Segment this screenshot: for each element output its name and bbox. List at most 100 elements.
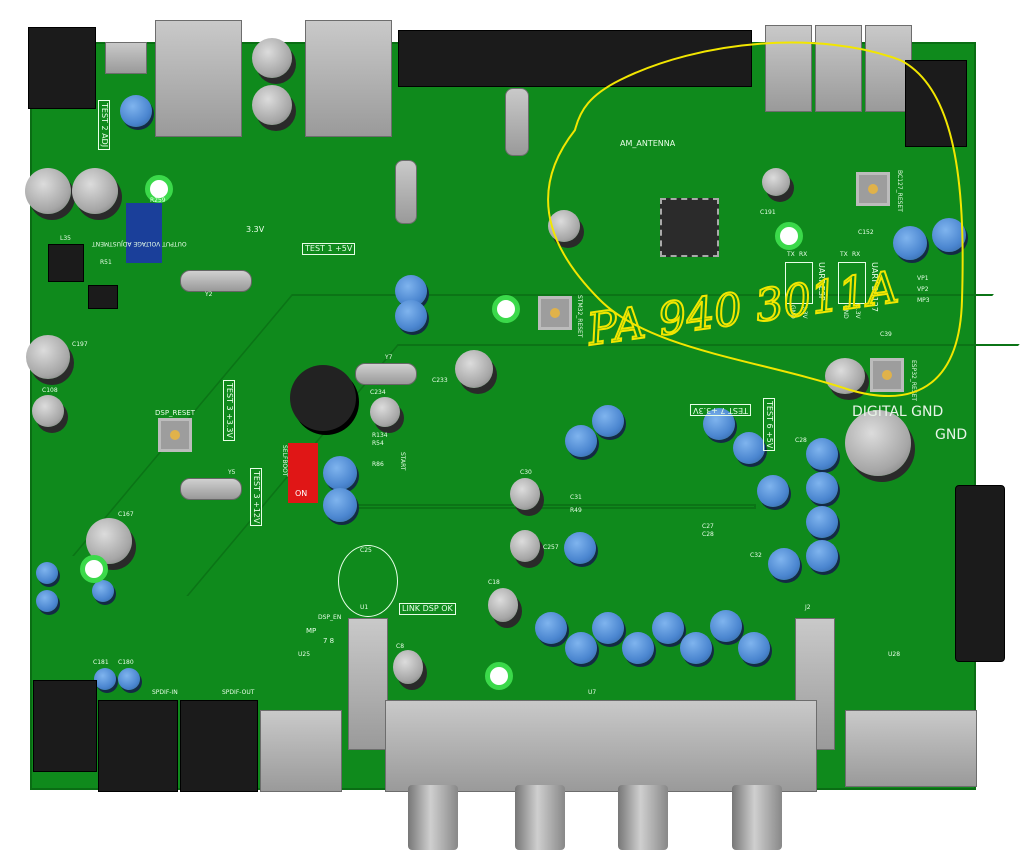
rca-jack bbox=[618, 785, 668, 850]
ref-r259: R259 bbox=[150, 197, 166, 204]
ref-r86: R86 bbox=[372, 461, 384, 468]
ref-u25: U25 bbox=[298, 651, 311, 658]
ref-r54: R54 bbox=[372, 440, 384, 447]
rca-jack bbox=[515, 785, 565, 850]
uart-bc127-header[interactable] bbox=[838, 262, 866, 304]
capacitor bbox=[120, 95, 152, 127]
mounting-hole bbox=[80, 555, 108, 583]
capacitor-c108 bbox=[32, 395, 64, 427]
capacitor bbox=[36, 590, 58, 612]
bc127-reset-button[interactable] bbox=[856, 172, 890, 206]
usb-a-port bbox=[155, 20, 242, 137]
ref-c257: C257 bbox=[543, 544, 559, 551]
crystal bbox=[395, 160, 417, 224]
ref-u28: U28 bbox=[888, 651, 901, 658]
capacitor bbox=[703, 408, 735, 440]
ref-u1: U1 bbox=[360, 604, 369, 611]
capacitor-c180 bbox=[118, 668, 140, 690]
capacitor bbox=[592, 612, 624, 644]
ref-c233: C233 bbox=[432, 377, 448, 384]
capacitor bbox=[564, 532, 596, 564]
capacitor bbox=[710, 610, 742, 642]
uart-esp-header[interactable] bbox=[785, 262, 813, 304]
heatsink-regulator bbox=[348, 618, 388, 750]
rca-jack bbox=[815, 25, 862, 112]
label-link-dsp-ok: LINK DSP OK bbox=[399, 603, 456, 615]
capacitor bbox=[36, 562, 58, 584]
capacitor-c8 bbox=[393, 650, 423, 684]
ref-c191: C191 bbox=[760, 209, 776, 216]
capacitor bbox=[565, 632, 597, 664]
capacitor-c257 bbox=[510, 530, 540, 562]
rca-jack bbox=[865, 25, 912, 112]
capacitor-c30 bbox=[510, 478, 540, 510]
ref-c30: C30 bbox=[520, 469, 532, 476]
annotation-note: PA 940 3011A bbox=[583, 262, 901, 356]
label-rx: RX bbox=[852, 251, 861, 258]
capacitor bbox=[757, 475, 789, 507]
label-mp: MP bbox=[306, 627, 317, 635]
crystal bbox=[505, 88, 529, 156]
label-gnd-right: GND bbox=[935, 427, 968, 443]
ref-r51: R51 bbox=[100, 259, 112, 266]
capacitor bbox=[395, 300, 427, 332]
pin-header-connector bbox=[398, 30, 752, 87]
label-spdif-out: SPDIF-OUT bbox=[222, 689, 255, 696]
trimmer-potentiometer[interactable] bbox=[126, 203, 162, 263]
audio-jack bbox=[33, 680, 97, 772]
ref-c234: C234 bbox=[370, 389, 386, 396]
mounting-hole bbox=[492, 295, 520, 323]
capacitor bbox=[535, 612, 567, 644]
capacitor-c234 bbox=[370, 397, 400, 427]
label-spdif-in: SPDIF-IN bbox=[152, 689, 178, 696]
spdif-out-jack bbox=[180, 700, 258, 792]
capacitor bbox=[893, 226, 927, 260]
ref-l35: L35 bbox=[60, 235, 71, 242]
label-digital-gnd: DIGITAL GND bbox=[852, 404, 944, 420]
label-dsp-reset: DSP_RESET bbox=[155, 409, 195, 417]
large-electrolytic-cap bbox=[845, 410, 911, 476]
mcu-chip bbox=[660, 198, 719, 257]
selfboot-switch[interactable] bbox=[288, 443, 318, 503]
ref-c197: C197 bbox=[72, 341, 88, 348]
capacitor bbox=[592, 405, 624, 437]
capacitor bbox=[932, 218, 966, 252]
ref-r49: R49 bbox=[570, 507, 582, 514]
ribbon-connector bbox=[955, 485, 1005, 662]
mounting-hole bbox=[775, 222, 803, 250]
electrolytic-cap bbox=[252, 85, 292, 125]
dsp-reset-button[interactable] bbox=[158, 418, 192, 452]
label-am-antenna: AM_ANTENNA bbox=[620, 139, 676, 148]
mounting-hole bbox=[485, 662, 513, 690]
rca-jack-block bbox=[385, 700, 817, 792]
capacitor bbox=[622, 632, 654, 664]
electrolytic-cap bbox=[252, 38, 292, 78]
ref-c39: C39 bbox=[880, 331, 892, 338]
capacitor bbox=[652, 612, 684, 644]
label-pins-7-8: 7 8 bbox=[323, 637, 335, 645]
capacitor bbox=[733, 432, 765, 464]
ref-y2: Y2 bbox=[205, 291, 213, 298]
crystal-y7 bbox=[355, 363, 417, 385]
rca-jack bbox=[408, 785, 458, 850]
capacitor bbox=[323, 488, 357, 522]
capacitor-outline-c25 bbox=[338, 545, 398, 617]
esp32-reset-button[interactable] bbox=[870, 358, 904, 392]
label-tx: TX bbox=[787, 251, 795, 258]
regulator-l35 bbox=[48, 244, 84, 282]
stm32-reset-button[interactable] bbox=[538, 296, 572, 330]
electrolytic-cap bbox=[548, 210, 580, 242]
label-vp1: VP1 bbox=[917, 275, 929, 282]
crystal-y5 bbox=[180, 478, 242, 500]
capacitor bbox=[806, 472, 838, 504]
ref-c28b: C28 bbox=[702, 531, 714, 538]
capacitor-c233 bbox=[455, 350, 493, 388]
mini-usb-port bbox=[105, 42, 147, 74]
connector-u28 bbox=[845, 710, 977, 787]
ref-y5: Y5 bbox=[228, 469, 236, 476]
usb-a-port bbox=[305, 20, 392, 137]
ref-c27: C27 bbox=[702, 523, 714, 530]
label-mp3: MP3 bbox=[917, 297, 930, 304]
dc-jack bbox=[28, 27, 96, 109]
label-on: ON bbox=[295, 489, 308, 498]
